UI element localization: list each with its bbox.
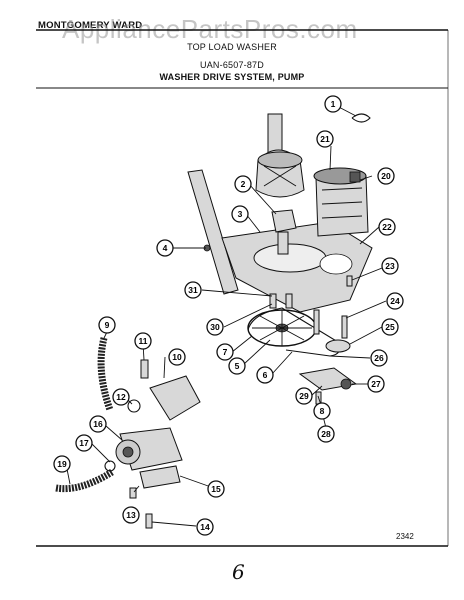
watermark: AppliancePartsPros.com [62, 14, 358, 44]
svg-text:19: 19 [57, 459, 67, 469]
callout-5: 5 [228, 357, 246, 375]
diagram-code: 2342 [396, 532, 414, 541]
callout-16: 16 [89, 415, 107, 433]
shaft [277, 231, 289, 255]
model-number: UAN-6507-87D [200, 60, 264, 70]
svg-text:10: 10 [172, 352, 182, 362]
section-title: WASHER DRIVE SYSTEM, PUMP [159, 72, 305, 82]
callout-4: 4 [156, 239, 174, 257]
svg-text:31: 31 [188, 285, 198, 295]
drive-pulley [247, 309, 317, 347]
callout-8: 8 [313, 402, 331, 420]
callout-14: 14 [196, 518, 214, 536]
svg-text:9: 9 [105, 320, 110, 330]
motor-pulley [325, 339, 351, 353]
svg-text:4: 4 [163, 243, 168, 253]
wire-clip [351, 113, 371, 123]
callout-30: 30 [206, 318, 224, 336]
handwritten-mark: 6 [232, 560, 245, 584]
callout-22: 22 [378, 218, 396, 236]
callout-12: 12 [112, 388, 130, 406]
svg-text:22: 22 [382, 222, 392, 232]
callout-27: 27 [367, 375, 385, 393]
callout-28: 28 [317, 425, 335, 443]
svg-text:17: 17 [79, 438, 89, 448]
inlet-hose [55, 469, 114, 493]
callout-11: 11 [134, 332, 152, 350]
callout-15: 15 [207, 480, 225, 498]
svg-text:21: 21 [320, 134, 330, 144]
callout-29: 29 [295, 387, 313, 405]
svg-text:23: 23 [385, 261, 395, 271]
frame-rail [187, 169, 239, 295]
svg-text:30: 30 [210, 322, 220, 332]
callout-24: 24 [386, 292, 404, 310]
callout-17: 17 [75, 434, 93, 452]
svg-text:20: 20 [381, 171, 391, 181]
svg-text:16: 16 [93, 419, 103, 429]
svg-text:25: 25 [385, 322, 395, 332]
drive-motor [313, 167, 369, 237]
svg-text:6: 6 [263, 370, 268, 380]
transmission [255, 113, 305, 198]
callout-26: 26 [370, 349, 388, 367]
callout-9: 9 [98, 316, 116, 334]
svg-text:27: 27 [371, 379, 381, 389]
idler-spring [340, 378, 352, 390]
svg-text:12: 12 [116, 392, 126, 402]
pump-assembly [115, 375, 201, 489]
svg-text:5: 5 [235, 361, 240, 371]
coupling-block [271, 209, 297, 233]
callout-21: 21 [316, 130, 334, 148]
leader-lines [65, 103, 387, 527]
callout-20: 20 [377, 167, 395, 185]
svg-text:14: 14 [200, 522, 210, 532]
hose-clamp-upper [127, 399, 141, 413]
callout-2: 2 [234, 175, 252, 193]
appliance-type: TOP LOAD WASHER [187, 42, 277, 52]
callout-19: 19 [53, 455, 71, 473]
svg-text:8: 8 [320, 406, 325, 416]
svg-text:15: 15 [211, 484, 221, 494]
svg-text:1: 1 [331, 99, 336, 109]
svg-text:28: 28 [321, 429, 331, 439]
svg-text:29: 29 [299, 391, 309, 401]
callout-3: 3 [231, 205, 249, 223]
callout-10: 10 [168, 348, 186, 366]
svg-text:13: 13 [126, 510, 136, 520]
callout-25: 25 [381, 318, 399, 336]
callout-6: 6 [256, 366, 274, 384]
hose-clamp-lower [104, 460, 116, 472]
svg-text:24: 24 [390, 296, 400, 306]
drain-hose [97, 337, 114, 412]
callout-23: 23 [381, 257, 399, 275]
brand-name: MONTGOMERY WARD [38, 20, 143, 31]
callout-7: 7 [216, 343, 234, 361]
callout-31: 31 [184, 281, 202, 299]
callout-13: 13 [122, 506, 140, 524]
svg-text:11: 11 [139, 336, 148, 346]
svg-text:7: 7 [223, 347, 228, 357]
callout-1: 1 [324, 95, 342, 113]
svg-text:2: 2 [241, 179, 246, 189]
svg-text:26: 26 [374, 353, 384, 363]
fasteners [129, 244, 353, 529]
svg-text:3: 3 [238, 209, 243, 219]
